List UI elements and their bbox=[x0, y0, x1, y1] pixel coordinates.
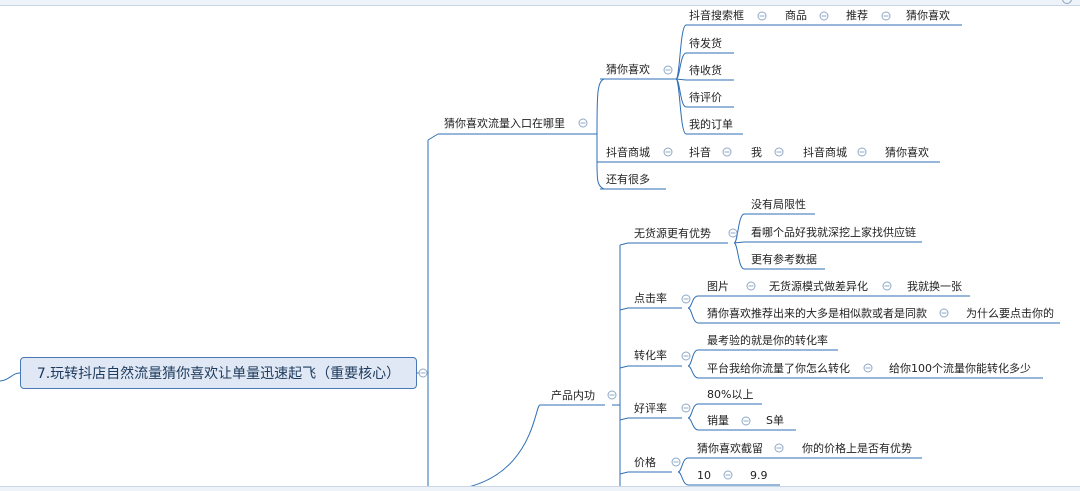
price-item-node[interactable]: 你的价格上是否有优势 bbox=[802, 442, 912, 455]
cvr-item-node[interactable]: 给你100个流量你能转化多少 bbox=[889, 362, 1031, 375]
no-stock-node[interactable]: 无货源更有优势 bbox=[634, 227, 711, 240]
ctr-item-node[interactable]: 图片 bbox=[707, 280, 729, 293]
order-item-node[interactable]: 待发货 bbox=[689, 37, 722, 50]
order-item-node[interactable]: 我的订单 bbox=[689, 118, 733, 131]
mall-path-node[interactable]: 抖音商城 bbox=[606, 146, 650, 159]
cvr-item-node[interactable]: 平台我给你流量了你怎么转化 bbox=[707, 362, 850, 375]
ctr-node[interactable]: 点击率 bbox=[634, 292, 667, 305]
no-stock-item-node[interactable]: 没有局限性 bbox=[751, 198, 806, 211]
price-node[interactable]: 价格 bbox=[634, 456, 656, 469]
rating-node[interactable]: 好评率 bbox=[634, 402, 667, 415]
rating-item-node[interactable]: 80%以上 bbox=[707, 388, 754, 401]
order-item-node[interactable]: 待收货 bbox=[689, 64, 722, 77]
rating-item-node[interactable]: S单 bbox=[766, 414, 784, 427]
ctr-item-node[interactable]: 无货源模式做差异化 bbox=[769, 280, 868, 293]
search-path-node[interactable]: 猜你喜欢 bbox=[906, 9, 950, 22]
mall-path-node[interactable]: 抖音商城 bbox=[803, 146, 847, 159]
guess-node[interactable]: 猜你喜欢 bbox=[606, 63, 650, 76]
cvr-item-node[interactable]: 最考验的就是你的转化率 bbox=[707, 334, 828, 347]
more-node[interactable]: 还有很多 bbox=[606, 173, 650, 186]
no-stock-item-node[interactable]: 更有参考数据 bbox=[751, 253, 817, 266]
mall-path-node[interactable]: 抖音 bbox=[689, 146, 711, 159]
root-node[interactable]: 7.玩转抖店自然流量猜你喜欢让单量迅速起飞（重要核心） bbox=[20, 357, 417, 389]
cvr-node[interactable]: 转化率 bbox=[634, 349, 667, 362]
search-path-node[interactable]: 推荐 bbox=[846, 9, 868, 22]
price-item-node[interactable]: 猜你喜欢截留 bbox=[697, 442, 763, 455]
search-path-node[interactable]: 商品 bbox=[785, 9, 807, 22]
price-item-node[interactable]: 10 bbox=[697, 469, 711, 482]
search-path-node[interactable]: 抖音搜索框 bbox=[689, 9, 744, 22]
top-scroll-edge bbox=[0, 0, 1080, 6]
ctr-item-node[interactable]: 猜你喜欢推荐出来的大多是相似款或者是同款 bbox=[707, 307, 927, 320]
price-item-node[interactable]: 9.9 bbox=[750, 469, 768, 482]
bottom-scroll-edge[interactable] bbox=[0, 486, 1080, 491]
mall-path-node[interactable]: 我 bbox=[751, 146, 762, 159]
traffic-entry-node[interactable]: 猜你喜欢流量入口在哪里 bbox=[444, 117, 565, 130]
ctr-item-node[interactable]: 为什么要点击你的 bbox=[966, 307, 1054, 320]
rating-item-node[interactable]: 销量 bbox=[707, 414, 729, 427]
no-stock-item-node[interactable]: 看哪个品好我就深挖上家找供应链 bbox=[751, 226, 916, 239]
product-node[interactable]: 产品内功 bbox=[551, 389, 595, 402]
order-item-node[interactable]: 待评价 bbox=[689, 91, 722, 104]
ctr-item-node[interactable]: 我就换一张 bbox=[907, 280, 962, 293]
mall-path-node[interactable]: 猜你喜欢 bbox=[885, 146, 929, 159]
